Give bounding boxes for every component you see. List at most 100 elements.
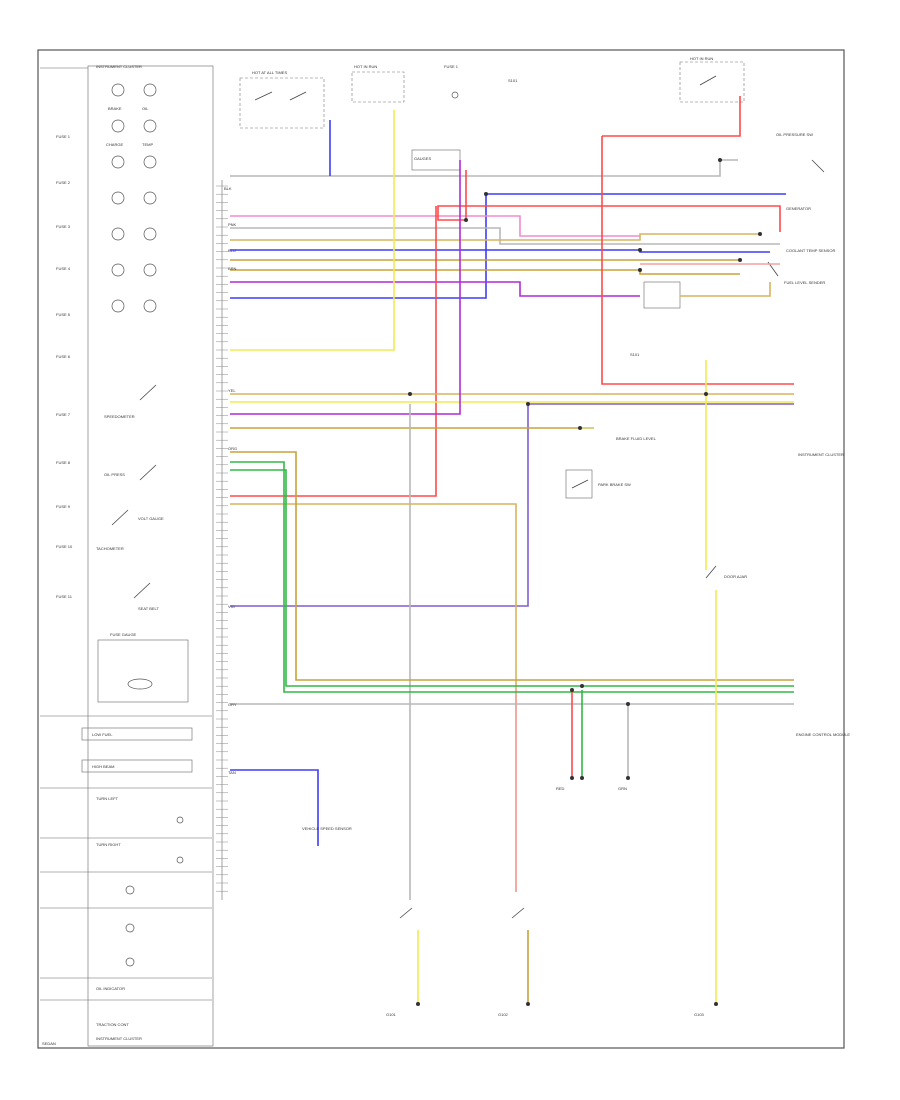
wire-harness [230, 96, 794, 1006]
splice-node [484, 192, 488, 196]
splice-node [526, 1002, 530, 1006]
label-park-brake: PARK BRAKE SW [598, 482, 631, 487]
left-fuse-2: FUSE 2 [56, 180, 71, 185]
left-fuse-5: FUSE 5 [56, 312, 71, 317]
label-fuel-level: FUEL LEVEL SENDER [784, 280, 825, 285]
splice-node [718, 158, 722, 162]
wire-gray-5 [230, 227, 780, 245]
label-top-switch-2: HOT IN RUN [354, 64, 377, 69]
label-turn-left: TURN LEFT [96, 796, 119, 801]
label-splice-right: S101 [630, 352, 640, 357]
splice-node [626, 702, 630, 706]
diagram-frame [37, 49, 845, 1049]
splice-node [714, 1002, 718, 1006]
label-wire-blu: BLU [228, 248, 236, 253]
wire-green-30 [230, 469, 794, 687]
wire-red-15 [601, 136, 794, 385]
splice-node [638, 268, 642, 272]
left-fuse-9: FUSE 9 [56, 504, 71, 509]
splice-node [570, 688, 574, 692]
left-fuse-1: FUSE 1 [56, 134, 71, 139]
top-components: HOT AT ALL TIMES HOT IN RUN FUSE 1 GAUGE… [239, 56, 835, 309]
left-fuse-7: FUSE 7 [56, 412, 71, 417]
wire-gold-9 [230, 269, 740, 275]
label-mid-right: INSTRUMENT CLUSTER [798, 452, 844, 457]
label-fuse-top: FUSE 1 [444, 64, 459, 69]
label-tachometer: TACHOMETER [96, 546, 124, 551]
label-wire-pnk: PNK [228, 222, 237, 227]
wire-tan-12 [680, 282, 771, 297]
wire-green-28 [230, 461, 794, 693]
lower-components: S101 PARK BRAKE SW BRAKE FLUID LEVEL INS… [224, 186, 850, 1017]
label-ecm: ENGINE CONTROL MODULE [796, 732, 850, 737]
gauge-icons [111, 83, 157, 313]
splice-node [580, 684, 584, 688]
label-splice: S101 [508, 78, 518, 83]
label-generator: GENERATOR [786, 206, 811, 211]
left-fuse-11: FUSE 11 [56, 594, 73, 599]
label-speedometer: SPEEDOMETER [104, 414, 135, 419]
label-brake-fluid: BRAKE FLUID LEVEL [616, 436, 657, 441]
label-fuel-gauge: FUSE GAUGE [110, 632, 137, 637]
wire-blue-6 [230, 249, 770, 253]
label-door-ajar: DOOR AJAR [724, 574, 747, 579]
splice-node [416, 1002, 420, 1006]
wire-red-13 [437, 170, 781, 232]
splice-node [526, 402, 530, 406]
splice-node [578, 426, 582, 430]
label-fuse-gauges: GAUGES [414, 156, 431, 161]
cluster-header: INSTRUMENT CLUSTER [96, 64, 142, 69]
label-volt-gauge: VOLT GAUGE [138, 516, 164, 521]
wire-gold-29 [230, 451, 794, 681]
label-ground-3: G103 [694, 1012, 705, 1017]
left-fuse-10: FUSE 10 [56, 544, 73, 549]
label-temp: TEMP [142, 142, 153, 147]
label-oil: OIL [142, 106, 149, 111]
label-seat-belt: SEAT BELT [138, 606, 159, 611]
left-fuse-6: FUSE 6 [56, 354, 71, 359]
cluster-bottom-note: INSTRUMENT CLUSTER [96, 1036, 142, 1041]
label-wire-brn: BRN [228, 266, 237, 271]
label-traction: TRACTION CONT [96, 1022, 129, 1027]
splice-node [570, 776, 574, 780]
label-oil-press: OIL PRESS [104, 472, 125, 477]
label-oil-indicator: OIL INDICATOR [96, 986, 125, 991]
splice-node [738, 258, 742, 262]
label-top-right-1: HOT IN RUN [690, 56, 713, 61]
splice-node [758, 232, 762, 236]
label-turn-right: TURN RIGHT [96, 842, 121, 847]
wire-purple-10 [230, 281, 640, 297]
label-coolant-temp: COOLANT TEMP SENSOR [786, 248, 835, 253]
wire-tan-26 [230, 503, 517, 892]
splice-node [638, 248, 642, 252]
left-fuse-4: FUSE 4 [56, 266, 71, 271]
wire-yellow-17 [230, 110, 395, 351]
splice-node [580, 776, 584, 780]
label-high-beam: HIGH BEAM [92, 764, 114, 769]
splice-node [408, 392, 412, 396]
label-wire-red: RED [556, 786, 565, 791]
label-wire-vio: VIO [228, 604, 235, 609]
label-low-fuel: LOW FUEL [92, 732, 113, 737]
wire-tan-7 [230, 233, 760, 241]
label-oil-pressure-sw: OIL PRESSURE SW [776, 132, 813, 137]
footer-label: SEDAN [42, 1041, 56, 1046]
connector-pins [216, 185, 228, 892]
splice-node [464, 218, 468, 222]
label-speed-sensor: VEHICLE SPEED SENSOR [302, 826, 352, 831]
splice-node [626, 776, 630, 780]
instrument-cluster-block: INSTRUMENT CLUSTER BRAKE OIL CHARGE TEMP… [40, 64, 214, 1047]
label-wire-blk: BLK [224, 186, 232, 191]
label-ground-2: G102 [498, 1012, 509, 1017]
label-wire-tan: TAN [228, 770, 236, 775]
wire-gray-1 [230, 159, 738, 177]
splice-node [704, 392, 708, 396]
wire-pink-4 [230, 215, 640, 237]
wire-blue-37 [230, 769, 319, 846]
wire-purple-20 [230, 160, 461, 415]
label-wire-org: ORG [228, 446, 237, 451]
wire-blue-3 [230, 193, 786, 299]
label-ground-1: G101 [386, 1012, 397, 1017]
left-fuse-8: FUSE 8 [56, 460, 71, 465]
